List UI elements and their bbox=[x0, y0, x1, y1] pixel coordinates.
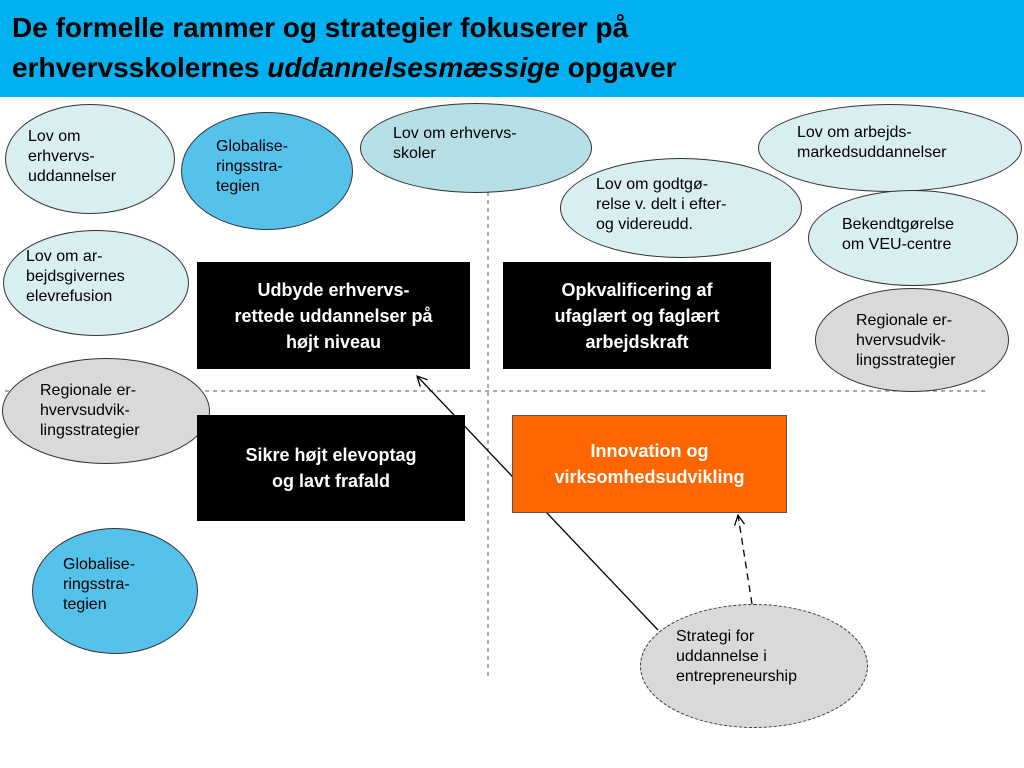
oval-line: Regionale er- bbox=[40, 382, 137, 399]
oval-line: entrepreneurship bbox=[676, 668, 797, 685]
box-innovation: Innovation og virksomhedsudvikling bbox=[512, 415, 787, 513]
oval-line: Bekendtgørelse bbox=[842, 216, 955, 233]
title-banner: De formelle rammer og strategier fokuser… bbox=[0, 0, 1024, 97]
oval-lov-erhvervsuddannelser: Lov om erhvervs- uddannelser bbox=[5, 104, 175, 214]
box-udbyde-uddannelser: Udbyde erhvervs- rettede uddannelser på … bbox=[197, 262, 470, 369]
title-line-2-start: erhvervsskolernes bbox=[12, 52, 268, 83]
arrow-to-innovation bbox=[738, 515, 753, 605]
box-line: Sikre højt elevoptag bbox=[245, 445, 417, 465]
oval-regionale-strategier-right: Regionale er- hvervsudvik- lingsstrategi… bbox=[815, 288, 1009, 392]
oval-line: elevrefusion bbox=[26, 288, 113, 305]
oval-line: Strategi for bbox=[676, 628, 755, 645]
box-line: højt niveau bbox=[285, 331, 381, 352]
oval-line: lingsstrategier bbox=[40, 422, 140, 439]
oval-strategi-entrepreneurship: Strategi for uddannelse i entrepreneursh… bbox=[640, 604, 868, 728]
oval-line: og videreudd. bbox=[596, 216, 693, 233]
box-opkvalificering: Opkvalificering af ufaglært og faglært a… bbox=[503, 262, 771, 369]
oval-line: ringsstra- bbox=[63, 576, 130, 593]
oval-lov-godtgorelse: Lov om godtgø- relse v. delt i efter- og… bbox=[560, 158, 802, 258]
oval-line: om VEU-centre bbox=[842, 236, 952, 253]
oval-lov-elevrefusion: Lov om ar- bejdsgivernes elevrefusion bbox=[3, 230, 189, 336]
oval-line: Globalise- bbox=[63, 556, 136, 573]
oval-bekendtgorelse-veu: Bekendtgørelse om VEU-centre bbox=[808, 190, 1018, 286]
oval-line: markedsuddannelser bbox=[797, 144, 947, 161]
oval-line: hvervsudvik- bbox=[40, 402, 130, 419]
title-line-2-end: opgaver bbox=[559, 52, 677, 83]
oval-line: uddannelser bbox=[28, 168, 117, 185]
oval-line: relse v. delt i efter- bbox=[596, 196, 727, 213]
oval-line: Lov om godtgø- bbox=[596, 176, 709, 193]
oval-line: erhvervs- bbox=[28, 148, 95, 165]
oval-globalisering-top: Globalise- ringsstra- tegien bbox=[181, 112, 353, 230]
box-line: ufaglært og faglært bbox=[554, 305, 720, 326]
oval-lov-erhvervsskoler: Lov om erhvervs- skoler bbox=[360, 103, 592, 193]
oval-line: tegien bbox=[63, 596, 107, 613]
title-line-2-italic: uddannelsesmæssige bbox=[267, 52, 560, 83]
oval-globalisering-bottom: Globalise- ringsstra- tegien bbox=[32, 528, 198, 654]
box-line: Udbyde erhvervs- bbox=[257, 279, 410, 300]
oval-line: Lov om bbox=[28, 128, 81, 145]
box-line: og lavt frafald bbox=[271, 471, 390, 491]
oval-line: skoler bbox=[393, 145, 436, 162]
oval-line: Regionale er- bbox=[856, 312, 953, 329]
box-line: Innovation og bbox=[590, 441, 709, 461]
oval-line: Lov om erhvervs- bbox=[393, 125, 517, 142]
box-sikre-elevoptag: Sikre højt elevoptag og lavt frafald bbox=[197, 415, 465, 521]
oval-line: Globalise- bbox=[216, 138, 289, 155]
oval-line: uddannelse i bbox=[676, 648, 767, 665]
box-line: rettede uddannelser på bbox=[234, 305, 433, 326]
oval-line: Lov om arbejds- bbox=[797, 124, 912, 141]
box-line: Opkvalificering af bbox=[561, 279, 713, 300]
box-line: arbejdskraft bbox=[585, 331, 689, 352]
oval-line: Lov om ar- bbox=[26, 248, 103, 265]
oval-line: lingsstrategier bbox=[856, 352, 956, 369]
title-line-1: De formelle rammer og strategier fokuser… bbox=[12, 12, 629, 43]
oval-line: tegien bbox=[216, 178, 260, 195]
box-line: virksomhedsudvikling bbox=[554, 467, 745, 487]
oval-regionale-strategier-left: Regionale er- hvervsudvik- lingsstrategi… bbox=[2, 358, 210, 464]
oval-line: hvervsudvik- bbox=[856, 332, 946, 349]
slide-title: De formelle rammer og strategier fokuser… bbox=[12, 8, 677, 88]
oval-lov-arbejdsmarkedsuddannelser: Lov om arbejds- markedsuddannelser bbox=[758, 104, 1022, 192]
oval-line: bejdsgivernes bbox=[26, 268, 125, 285]
oval-line: ringsstra- bbox=[216, 158, 283, 175]
